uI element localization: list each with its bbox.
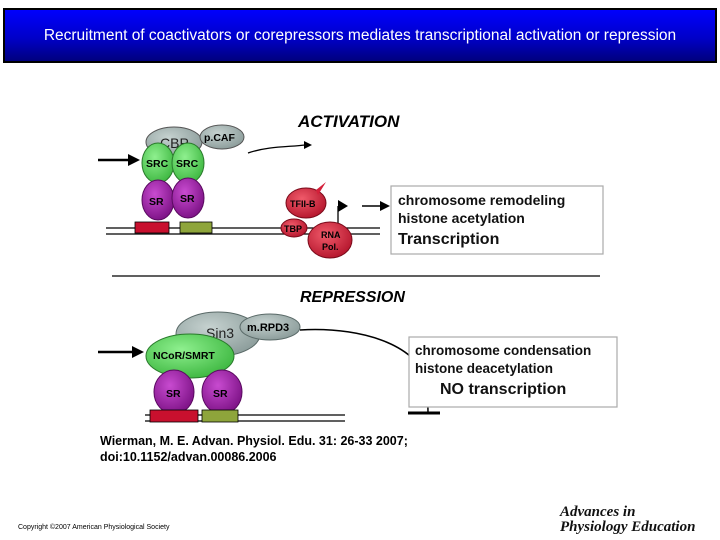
activation-input-arrow: [98, 154, 140, 166]
src-label-left: SRC: [146, 158, 169, 170]
activation-result-box: [390, 185, 604, 255]
activation-response-element-olive: [179, 221, 213, 234]
journal-logo-line1: Advances in: [560, 504, 636, 520]
journal-logo-line2: Physiology Education: [560, 519, 696, 535]
tfiib-protein: [285, 187, 327, 219]
repression-response-element-red: [149, 409, 199, 423]
repression-result-box: [408, 336, 618, 408]
src-label-right: SRC: [176, 158, 199, 170]
repression-input-arrow: [98, 346, 144, 358]
mrpd3-protein: [239, 313, 301, 341]
activation-box-line1: chromosome remodeling: [398, 192, 565, 208]
copyright-notice: Copyright ©2007 American Physiological S…: [18, 524, 170, 531]
rna-pol-protein: [307, 221, 353, 259]
activation-box-line2: histone acetylation: [398, 210, 525, 226]
pcaf-label: p.CAF: [204, 132, 235, 144]
citation-line1: Wierman, M. E. Advan. Physiol. Edu. 31: …: [100, 434, 408, 448]
activation-box-line3: Transcription: [398, 231, 499, 248]
repression-response-element-olive: [201, 409, 239, 423]
repression-box-line2: histone deacetylation: [415, 361, 553, 376]
tfiib-label: TFII-B: [290, 199, 316, 209]
citation: Wierman, M. E. Advan. Physiol. Edu. 31: …: [100, 433, 408, 465]
activation-result-arrow: [362, 201, 390, 211]
activation-heading: ACTIVATION: [297, 112, 400, 131]
tbp-protein: [280, 218, 308, 238]
rna-pol-label-line2: Pol.: [322, 242, 339, 252]
repression-heading: REPRESSION: [300, 289, 405, 306]
repression-box-line3: NO transcription: [440, 381, 566, 398]
slide-title: Recruitment of coactivators or corepress…: [43, 27, 677, 44]
sr-label-right-activation: SR: [180, 193, 195, 205]
sr-label-left-activation: SR: [149, 196, 164, 208]
transcription-start-arrow: [337, 200, 348, 225]
activation-curve-arrow: [247, 144, 306, 154]
citation-line2: doi:10.1152/advan.00086.2006: [100, 450, 277, 464]
pcaf-protein: [199, 124, 245, 150]
journal-logo: Advances in Physiology Education: [560, 505, 695, 535]
activation-response-element-red: [134, 221, 170, 234]
sr-label-left-repression: SR: [166, 388, 181, 400]
sr-label-right-repression: SR: [213, 388, 228, 400]
repression-box-line1: chromosome condensation: [415, 343, 591, 358]
tbp-label: TBP: [284, 224, 302, 234]
rna-pol-label-line1: RNA: [321, 230, 341, 240]
sr-protein-right-activation: [171, 177, 205, 219]
mrpd3-label: m.RPD3: [247, 322, 289, 334]
ncor-smrt-label: NCoR/SMRT: [153, 350, 215, 362]
title-bar: Recruitment of coactivators or corepress…: [3, 8, 717, 63]
